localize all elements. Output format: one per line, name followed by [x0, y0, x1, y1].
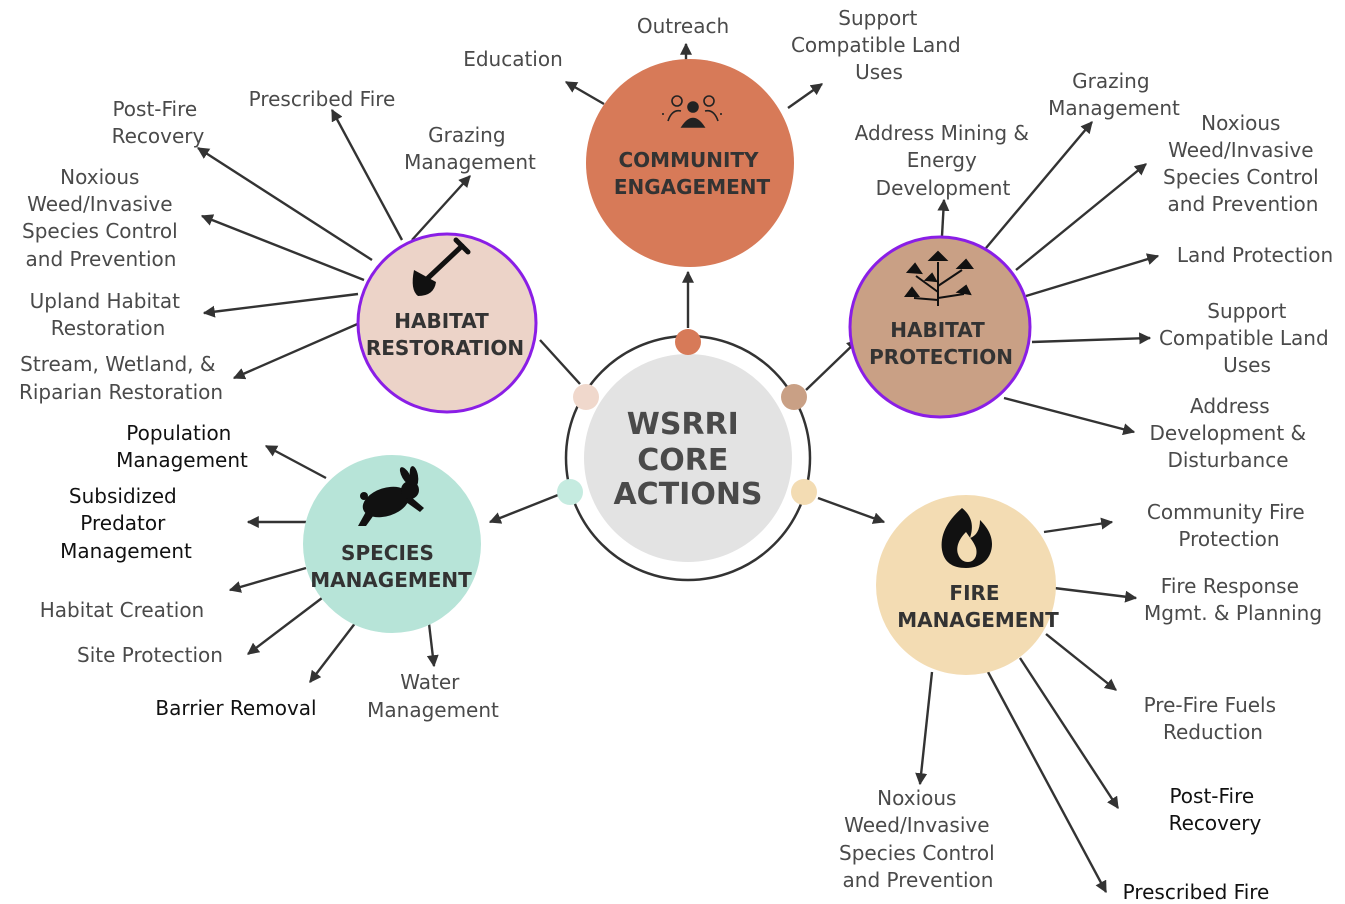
action-water-management: Water Management	[367, 670, 499, 722]
rabbit-icon	[358, 466, 424, 526]
action-barrier-removal: Barrier Removal	[155, 696, 316, 720]
hub-habitat-restoration: HABITAT RESTORATION Post-Fire Recovery P…	[19, 87, 538, 414]
sagebrush-icon	[904, 250, 974, 306]
hub-disc	[848, 235, 1032, 419]
action-land-protection: Land Protection	[1177, 243, 1333, 267]
action-site-protection: Site Protection	[77, 643, 223, 667]
connector-dot-protection	[781, 384, 807, 410]
action-education: Education	[463, 47, 563, 71]
hub-title: HABITAT RESTORATION	[366, 309, 524, 360]
hub-community-engagement: COMMUNITY ENGAGEMENT Education Outreach …	[463, 6, 967, 267]
action-fire-response-planning: Fire Response Mgmt. & Planning	[1144, 574, 1322, 625]
action-post-fire-recovery: Post-Fire Recovery	[1169, 784, 1262, 835]
action-noxious-weed-control: Noxious Weed/Invasive Species Control an…	[1163, 111, 1325, 216]
action-support-compatible-land-uses: Support Compatible Land Uses	[791, 6, 967, 84]
connector-dot-species	[557, 479, 583, 505]
center-disc	[584, 354, 792, 562]
hub-disc	[586, 59, 794, 267]
hub-disc	[876, 495, 1056, 675]
hub-fire-management: FIRE MANAGEMENT Community Fire Protectio…	[839, 495, 1322, 904]
action-address-development-disturbance: Address Development & Disturbance	[1150, 394, 1313, 472]
action-prescribed-fire: Prescribed Fire	[1123, 880, 1270, 904]
action-upland-habitat-restoration: Upland Habitat Restoration	[30, 289, 187, 340]
hub-title: COMMUNITY ENGAGEMENT	[614, 148, 771, 199]
action-prescribed-fire: Prescribed Fire	[249, 87, 396, 111]
hub-disc	[303, 455, 481, 633]
hub-title: HABITAT PROTECTION	[869, 318, 1013, 369]
connector-dot-restoration	[573, 384, 599, 410]
action-stream-wetland-riparian: Stream, Wetland, & Riparian Restoration	[19, 352, 223, 404]
connector-dot-community	[675, 329, 701, 355]
action-noxious-weed-control: Noxious Weed/Invasive Species Control an…	[839, 786, 1001, 892]
hub-title: FIRE MANAGEMENT	[897, 581, 1059, 632]
action-post-fire-recovery: Post-Fire Recovery	[112, 97, 205, 148]
action-support-compatible-land-uses: Support Compatible Land Uses	[1159, 299, 1335, 377]
hub-connectors	[488, 270, 886, 524]
hub-title: SPECIES MANAGEMENT	[310, 541, 472, 592]
action-community-fire-protection: Community Fire Protection	[1147, 500, 1311, 551]
shovel-icon	[412, 237, 471, 296]
fire-icon	[941, 508, 992, 568]
hub-disc	[356, 232, 538, 414]
action-pre-fire-fuels-reduction: Pre-Fire Fuels Reduction	[1144, 693, 1283, 744]
action-population-management: Population Management	[116, 421, 248, 472]
people-group-icon	[662, 95, 724, 128]
action-grazing-management: Grazing Management	[404, 123, 536, 174]
center-title: WSRRI CORE ACTIONS	[613, 407, 762, 512]
action-subsidized-predator-management: Subsidized Predator Management	[60, 484, 192, 563]
action-noxious-weed-control: Noxious Weed/Invasive Species Control an…	[22, 165, 184, 271]
action-outreach: Outreach	[637, 14, 729, 38]
hub-species-management: SPECIES MANAGEMENT Population Management…	[40, 421, 499, 722]
connector-dot-fire	[791, 479, 817, 505]
hub-habitat-protection: HABITAT PROTECTION Address Mining & Ener…	[848, 69, 1335, 472]
action-habitat-creation: Habitat Creation	[40, 598, 204, 622]
action-address-mining-energy: Address Mining & Energy Development	[855, 121, 1036, 200]
center-node: WSRRI CORE ACTIONS	[557, 329, 817, 582]
action-grazing-management: Grazing Management	[1048, 69, 1180, 120]
